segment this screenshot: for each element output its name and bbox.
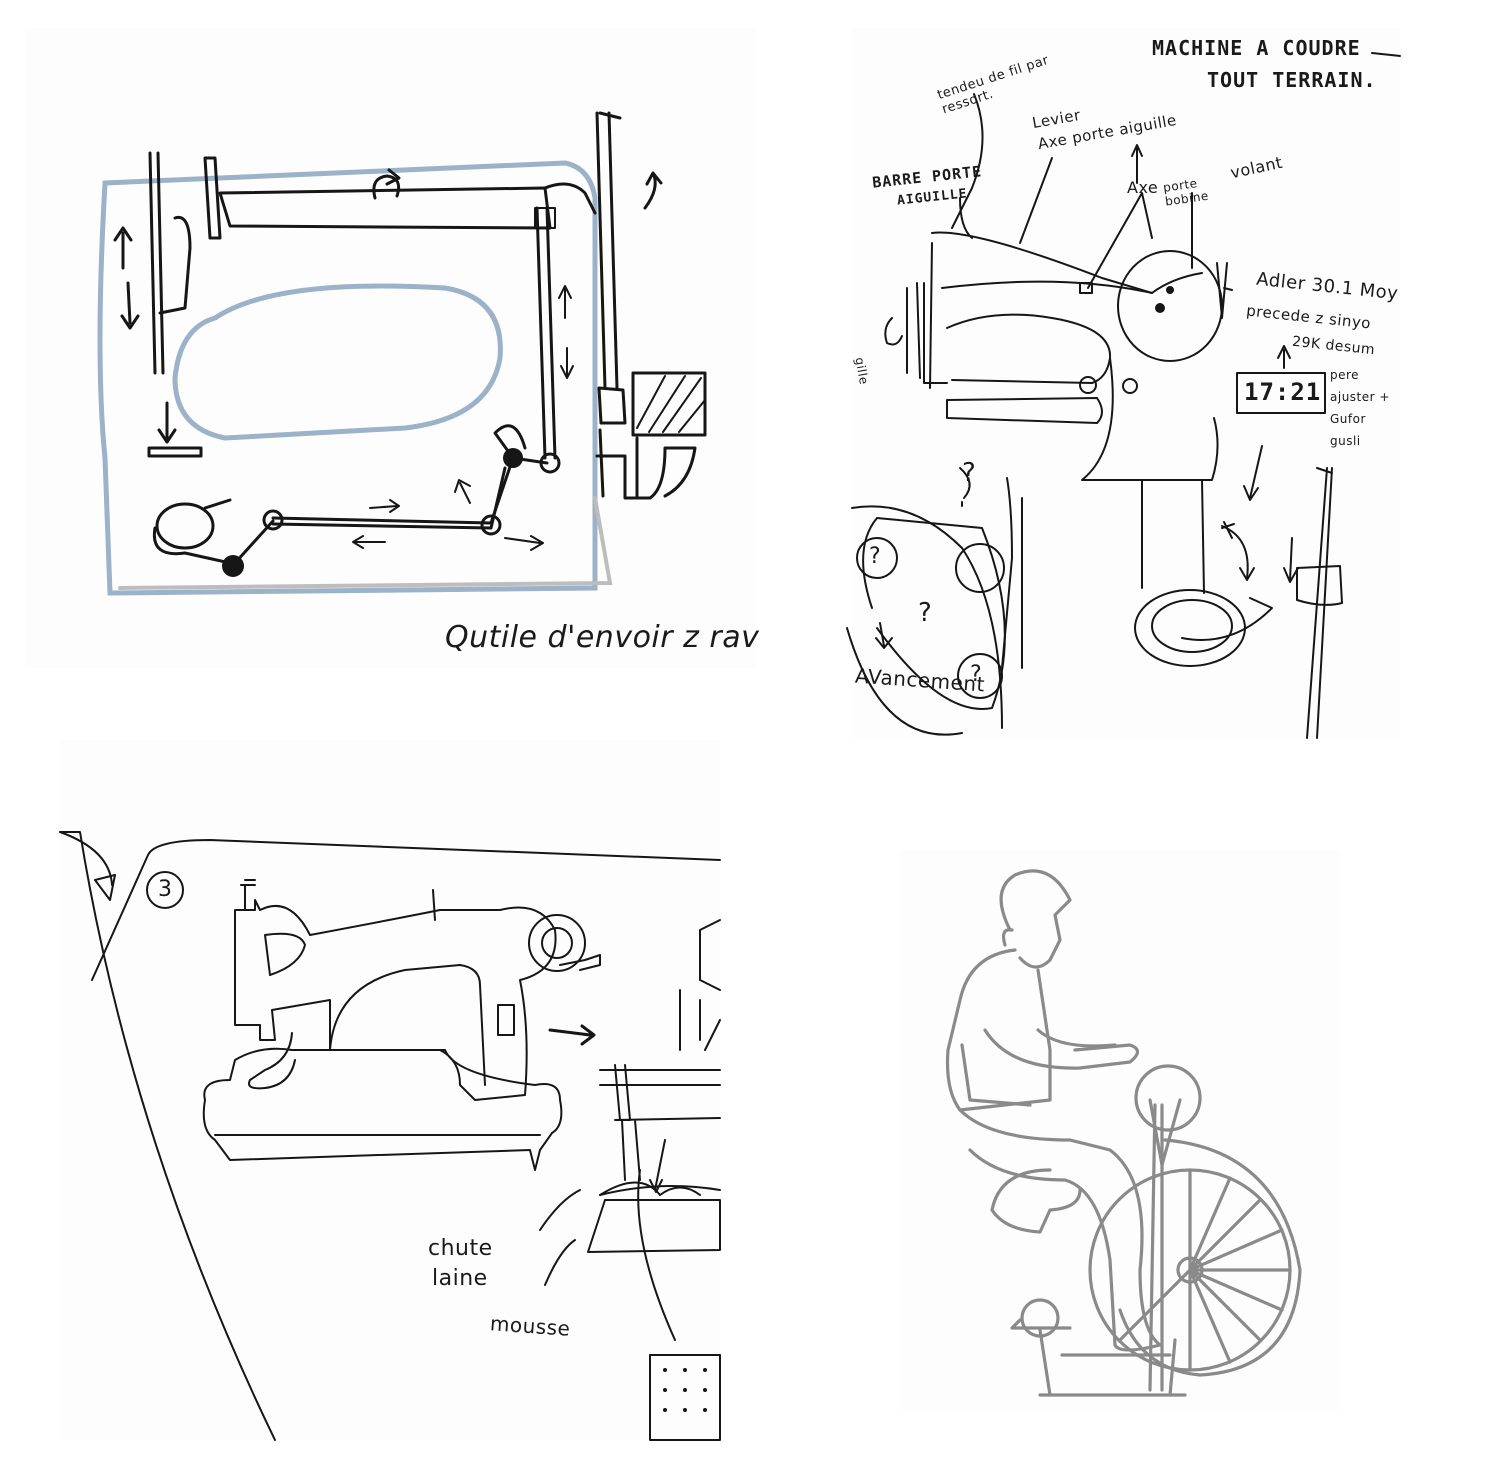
label-chute: chute xyxy=(428,1236,493,1261)
clock-box xyxy=(1236,372,1326,414)
sketch2-title-line2: TOUT TERRAIN. xyxy=(1207,68,1377,92)
question-mark-3: ? xyxy=(918,598,933,628)
handwheel xyxy=(528,914,586,972)
sketch2-title-line1: MACHINE A COUDRE xyxy=(1152,36,1361,60)
sketch-machine-foam: 3 chute laine mousse xyxy=(59,740,721,1441)
question-mark-2: ? xyxy=(869,544,882,569)
user-leg xyxy=(958,1108,1162,1352)
user-head xyxy=(999,869,1072,969)
machine-head xyxy=(234,899,557,1101)
label-pere: pere ajuster + Gufor gusli xyxy=(1330,368,1390,448)
machine-base xyxy=(202,1047,563,1171)
flywheel xyxy=(1117,250,1223,362)
machine-body-outline xyxy=(97,160,598,596)
sketch1-caption: Qutile d'envoir z rav xyxy=(445,620,760,655)
vertical-rod xyxy=(535,206,557,460)
label-axe: Axe xyxy=(1127,178,1159,197)
machine-arm-inner xyxy=(172,283,503,441)
sketch-all-terrain-machine: MACHINE A COUDRE TOUT TERRAIN. tendeu de… xyxy=(846,28,1401,739)
foam-machine-drawing xyxy=(59,831,721,1441)
drive-wheel xyxy=(1118,1138,1302,1377)
sketch3-number: 3 xyxy=(158,877,173,902)
user-arm xyxy=(983,1028,1140,1070)
user-torso xyxy=(945,948,1052,1112)
pedal-user-drawing xyxy=(945,869,1302,1397)
linkage-rods xyxy=(271,516,493,530)
sketch-pedal-powered-user xyxy=(900,850,1340,1410)
needle-bar xyxy=(148,151,165,375)
mechanism-drawing xyxy=(97,111,707,596)
machine-arm xyxy=(931,231,1203,294)
label-porte-bobine: porte bobine xyxy=(1162,176,1210,209)
sketch-sewing-mechanism: Qutile d'envoir z rav xyxy=(25,28,759,668)
grinding-wheel xyxy=(1134,1064,1202,1132)
label-laine: laine xyxy=(432,1266,488,1291)
question-mark-1: ? xyxy=(962,458,977,488)
crank-rod xyxy=(158,215,192,315)
clock-readout: 17:21 xyxy=(1244,378,1322,406)
annotated-machine-drawing xyxy=(846,52,1401,739)
question-mark-4: ? xyxy=(970,662,983,687)
